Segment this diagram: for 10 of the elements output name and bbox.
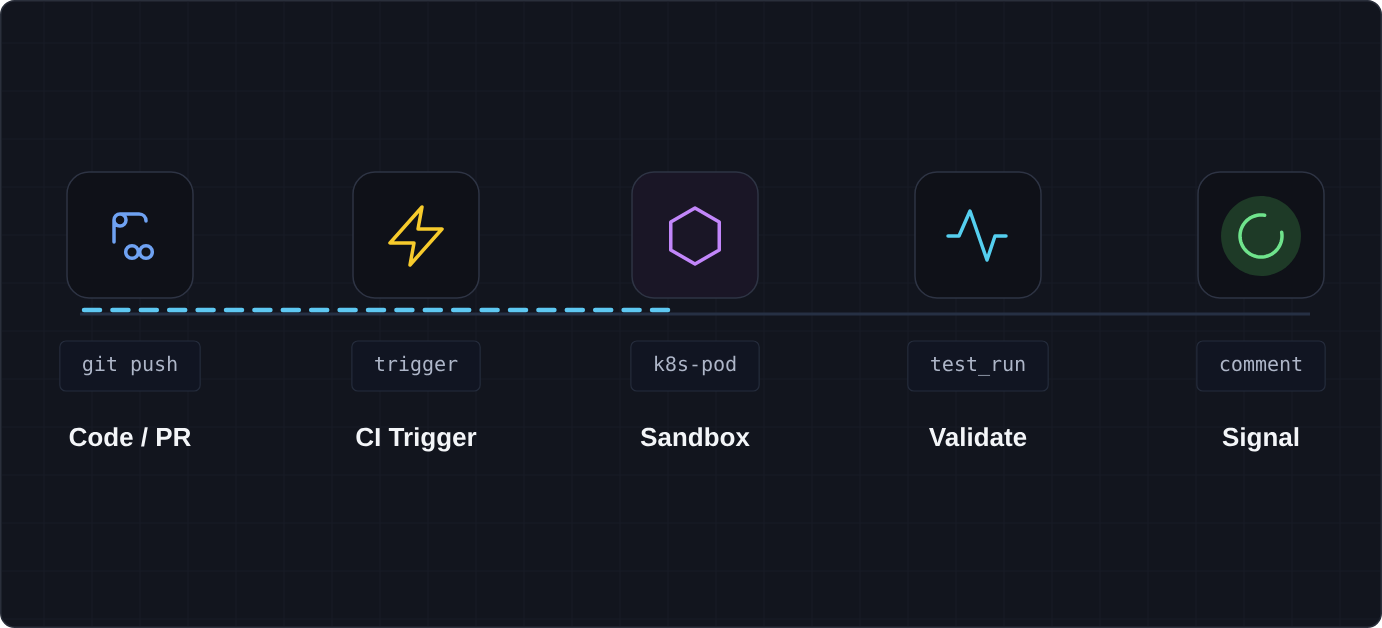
step-title: Sandbox [640, 427, 750, 447]
step-title: CI Trigger [356, 427, 477, 452]
command-tag: comment [1196, 340, 1326, 392]
step-title: Signal [1222, 427, 1299, 452]
command-tag: k8s-pod [630, 340, 760, 392]
step-title: Code / PR [69, 427, 191, 447]
command-tag: trigger [351, 340, 481, 392]
command-tag: git push [59, 340, 201, 392]
step-title: Validate [929, 427, 1027, 447]
command-tag: test_run [907, 340, 1049, 392]
